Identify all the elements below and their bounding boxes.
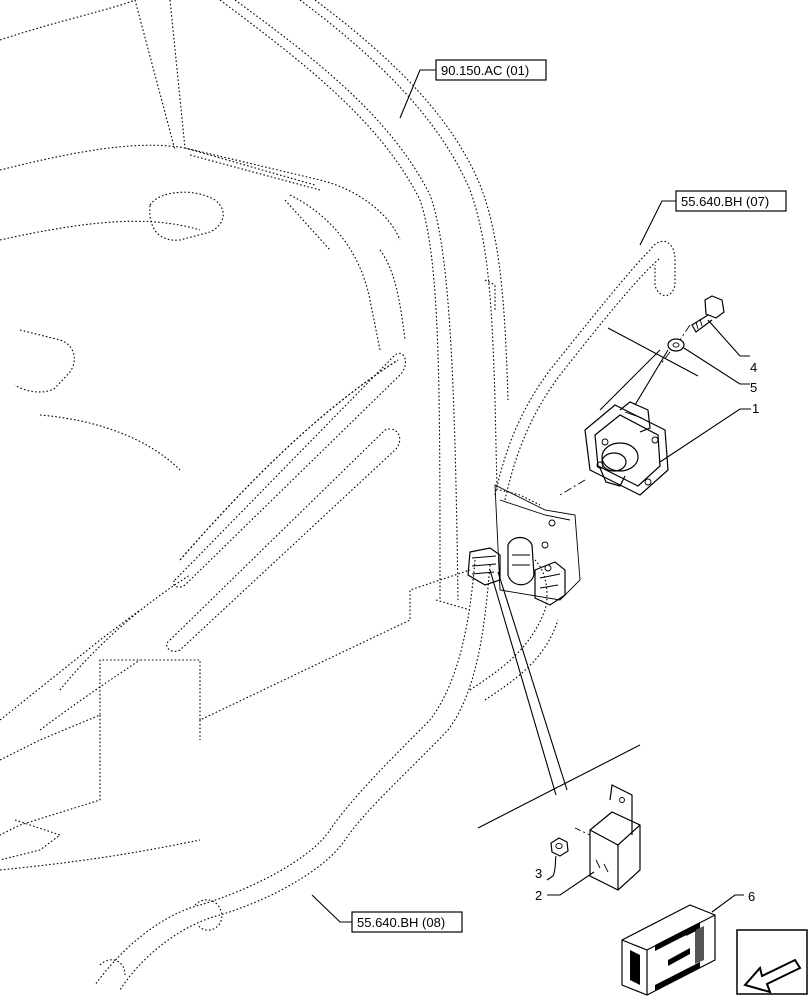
callout-leader-6 (711, 894, 744, 913)
callout-2[interactable]: 2 (535, 888, 542, 903)
side-panel-slots (0, 352, 406, 731)
ref-box-bottom[interactable]: 55.640.BH (08) (351, 911, 463, 933)
explosion-guide (477, 327, 699, 829)
ref-label-bottom: 55.640.BH (08) (357, 915, 445, 930)
callout-leader-4 (707, 319, 750, 357)
harness-upper (494, 240, 676, 506)
ref-label-top: 90.150.AC (01) (441, 63, 529, 78)
callout-leader-2 (547, 871, 595, 896)
bolt-part-4 (691, 295, 725, 333)
ref-leader-top (399, 69, 436, 119)
relay-part-2 (574, 784, 641, 891)
callout-6[interactable]: 6 (748, 889, 755, 904)
ref-leader-right (639, 200, 676, 246)
callout-3[interactable]: 3 (535, 866, 542, 881)
view-direction-arrow-icon (736, 929, 808, 995)
callout-1[interactable]: 1 (752, 401, 759, 416)
ref-leader-bottom (311, 894, 352, 923)
callout-leader-5 (683, 347, 750, 385)
callout-4[interactable]: 4 (750, 360, 757, 375)
ref-box-top[interactable]: 90.150.AC (01) (435, 59, 547, 81)
lower-step-panel (0, 569, 471, 871)
kit-box-icon (621, 904, 716, 996)
callout-leader-1 (659, 408, 751, 463)
callout-leader-3 (546, 855, 557, 881)
connector-bracket (467, 484, 581, 606)
power-socket-part-1 (584, 401, 669, 496)
ref-box-right[interactable]: 55.640.BH (07) (675, 190, 787, 212)
alignment-line (559, 324, 691, 496)
cab-body-outline (0, 0, 401, 471)
cab-pillar (219, 0, 509, 611)
washer-part-5 (667, 338, 685, 352)
callout-5[interactable]: 5 (750, 380, 757, 395)
ref-label-right: 55.640.BH (07) (681, 194, 769, 209)
harness-lower (94, 559, 559, 991)
nut-part-3 (550, 837, 569, 857)
